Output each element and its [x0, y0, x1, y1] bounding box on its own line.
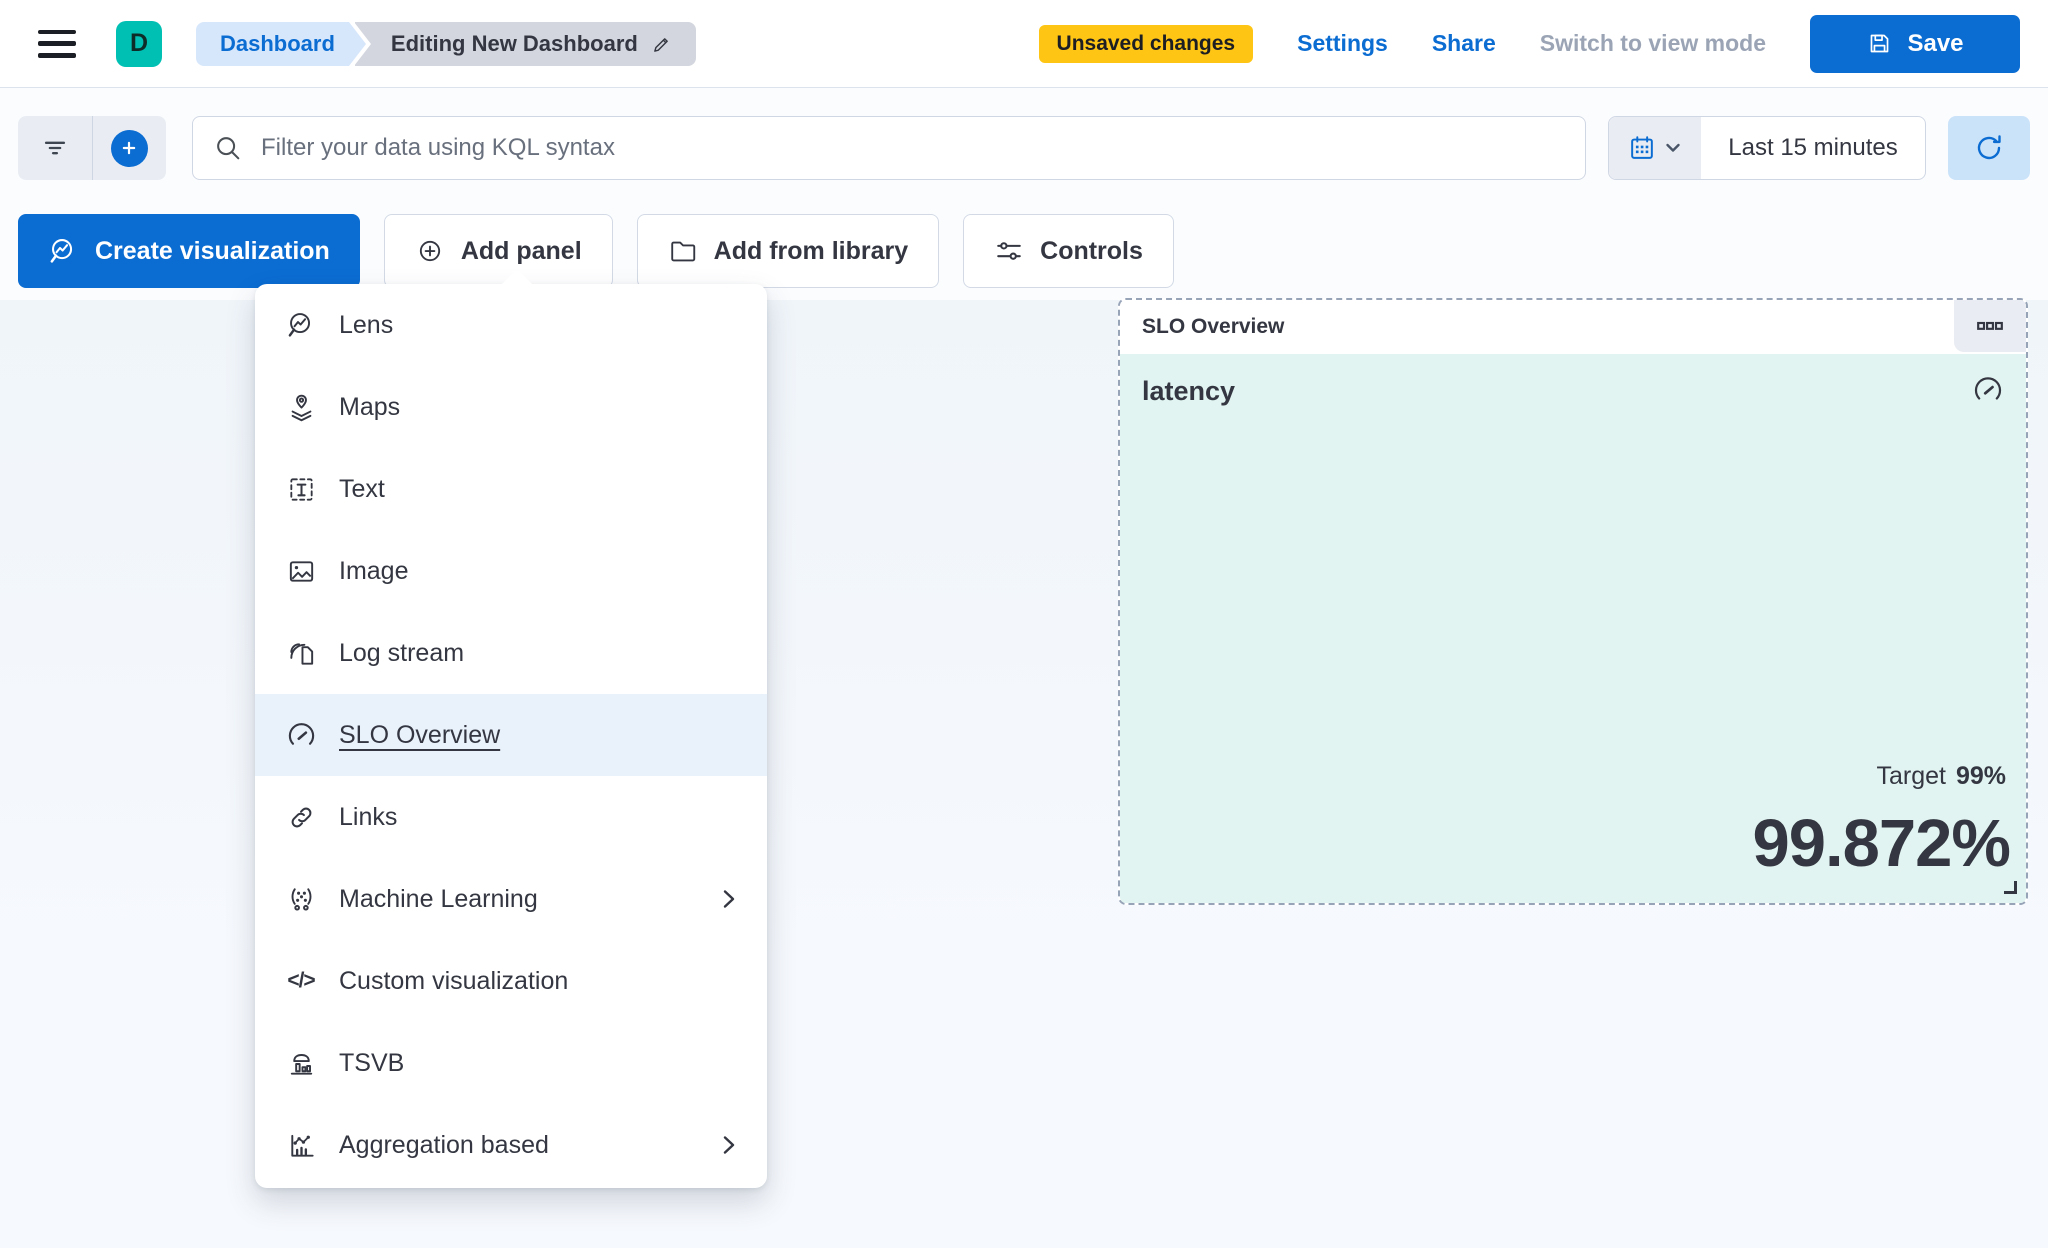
- menu-item-label: SLO Overview: [339, 720, 501, 749]
- switch-view-mode-link[interactable]: Switch to view mode: [1539, 30, 1766, 56]
- add-panel-menu: Lens Text Maps Text: [255, 284, 767, 1188]
- menu-item-label: Text: [339, 474, 385, 503]
- settings-link[interactable]: Settings: [1297, 30, 1388, 56]
- controls-label: Controls: [1040, 236, 1143, 265]
- unsaved-changes-badge: Unsaved changes: [1038, 24, 1254, 63]
- breadcrumb-editing-dashboard[interactable]: Editing New Dashboard: [353, 21, 696, 66]
- breadcrumb-dashboard[interactable]: Dashboard: [196, 21, 366, 66]
- query-toolbar-section: Last 15 minutes Create visualization Add…: [0, 88, 2048, 300]
- slo-value: 99.872%: [1752, 806, 2011, 882]
- lens-icon: [50, 238, 73, 263]
- boxes-horizontal-icon: [1977, 321, 2003, 330]
- machine-learning-icon: [285, 883, 317, 915]
- slo-overview-panel: SLO Overview latency Target 99% 99.872%: [1118, 298, 2028, 905]
- menu-item-label: Machine Learning: [339, 884, 538, 913]
- menu-item-machine-learning[interactable]: Machine Learning: [255, 858, 767, 940]
- breadcrumb-label: Editing New Dashboard: [390, 30, 638, 56]
- add-filter-button[interactable]: [93, 116, 167, 180]
- create-visualization-button[interactable]: Create visualization: [18, 214, 360, 288]
- plus-circle-icon: [110, 129, 148, 167]
- calendar-icon: [1631, 136, 1653, 159]
- menu-item-maps[interactable]: Text Maps: [255, 366, 767, 448]
- add-panel-button[interactable]: Add panel: [383, 214, 613, 288]
- panel-options-button[interactable]: [1954, 300, 2026, 352]
- chevron-down-icon: [1666, 143, 1680, 152]
- menu-item-label: Custom visualization: [339, 966, 569, 995]
- query-row: Last 15 minutes: [18, 116, 2030, 180]
- link-icon: [285, 801, 317, 833]
- code-icon: </>: [287, 969, 315, 992]
- menu-item-label: Log stream: [339, 638, 465, 667]
- text-icon: [285, 473, 317, 505]
- search-icon: [217, 137, 240, 160]
- chevron-right-icon: [717, 1133, 741, 1157]
- panel-header: SLO Overview: [1120, 300, 2026, 354]
- add-panel-label: Add panel: [460, 236, 582, 265]
- aggregation-icon: [285, 1129, 317, 1161]
- tsvb-icon: [285, 1047, 317, 1079]
- menu-item-log-stream[interactable]: Log stream: [255, 612, 767, 694]
- menu-item-aggregation-based[interactable]: Aggregation based: [255, 1104, 767, 1186]
- slo-target: Target 99%: [1876, 762, 2006, 791]
- avatar[interactable]: D: [116, 20, 162, 67]
- menu-item-image[interactable]: Image: [255, 530, 767, 612]
- maps-icon: [285, 391, 317, 423]
- folder-icon: [670, 241, 695, 262]
- menu-item-label: Image: [339, 556, 409, 585]
- add-from-library-button[interactable]: Add from library: [636, 214, 940, 288]
- menu-item-label: Lens: [339, 310, 394, 339]
- lens-icon: [285, 309, 317, 341]
- filter-button[interactable]: [18, 116, 92, 180]
- menu-item-lens[interactable]: Lens: [255, 284, 767, 366]
- time-range-picker: Last 15 minutes: [1608, 116, 1926, 180]
- menu-item-label: Links: [339, 802, 398, 831]
- share-link[interactable]: Share: [1431, 30, 1496, 56]
- chevron-right-icon: [717, 887, 741, 911]
- filter-icon: [44, 141, 65, 155]
- pencil-icon: [650, 32, 674, 56]
- kql-search-bar[interactable]: [192, 116, 1586, 180]
- log-stream-icon: [285, 637, 317, 669]
- plus-in-circle-icon: [419, 240, 440, 262]
- dashboard-toolbar: Create visualization Add panel Add from …: [18, 214, 1174, 288]
- menu-item-tsvb[interactable]: TSVB: [255, 1022, 767, 1104]
- menu-item-custom-visualization[interactable]: </> Custom visualization: [255, 940, 767, 1022]
- add-from-library-label: Add from library: [713, 236, 909, 265]
- panel-resize-handle[interactable]: [2004, 881, 2017, 894]
- menu-item-text[interactable]: Text: [255, 448, 767, 530]
- breadcrumb: Dashboard Editing New Dashboard: [196, 21, 696, 66]
- menu-item-links[interactable]: Links: [255, 776, 767, 858]
- sliders-icon: [997, 242, 1021, 260]
- header-actions: Unsaved changes Settings Share Switch to…: [1038, 14, 2020, 73]
- panel-title: SLO Overview: [1142, 315, 1285, 338]
- save-icon: [1866, 30, 1893, 57]
- divider: [91, 116, 93, 180]
- save-button[interactable]: Save: [1810, 14, 2020, 73]
- menu-item-slo-overview[interactable]: SLO Overview: [255, 694, 767, 776]
- controls-button[interactable]: Controls: [963, 214, 1174, 288]
- gauge-icon: [285, 719, 317, 751]
- time-range-value[interactable]: Last 15 minutes: [1728, 134, 1898, 161]
- gauge-icon: [1972, 374, 2004, 406]
- panel-body: latency Target 99% 99.872%: [1120, 354, 2026, 903]
- refresh-icon: [1977, 135, 2001, 160]
- slo-metric-name: latency: [1142, 376, 1236, 406]
- app-header: D Dashboard Editing New Dashboard Unsave…: [0, 0, 2048, 88]
- filter-button-group: [18, 116, 166, 180]
- image-icon: [285, 555, 317, 587]
- breadcrumb-label: Dashboard: [220, 30, 335, 56]
- hamburger-menu-icon[interactable]: [38, 29, 76, 58]
- menu-item-label: Aggregation based: [339, 1130, 549, 1159]
- calendar-dropdown-button[interactable]: [1609, 117, 1701, 179]
- target-value: 99%: [1955, 762, 2006, 790]
- menu-item-label: TSVB: [339, 1048, 405, 1077]
- menu-item-label: Maps: [339, 392, 401, 421]
- refresh-button[interactable]: [1948, 116, 2030, 180]
- save-label: Save: [1907, 29, 1964, 57]
- kql-search-input[interactable]: [261, 134, 1565, 162]
- target-label: Target: [1876, 762, 1946, 790]
- create-visualization-label: Create visualization: [95, 236, 330, 265]
